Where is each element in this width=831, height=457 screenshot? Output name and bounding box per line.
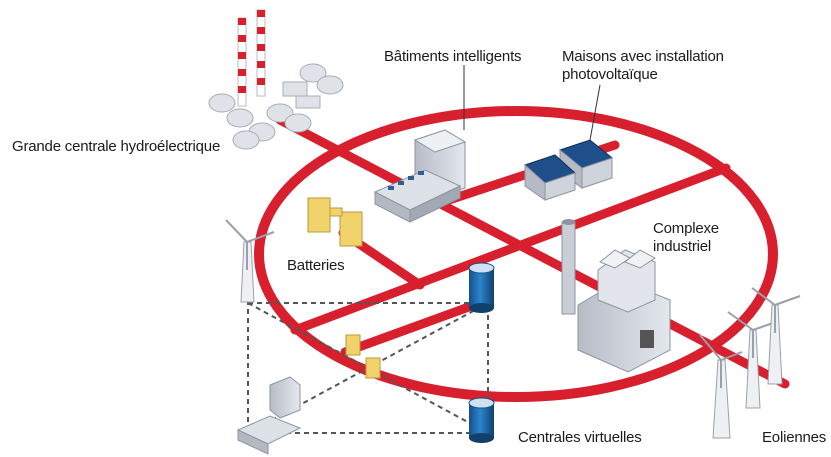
- label-smart-buildings: Bâtiments intelligents: [384, 48, 522, 66]
- storage-cylinders-icon: [468, 262, 495, 443]
- label-batteries: Batteries: [287, 257, 345, 275]
- label-virtual-plants: Centrales virtuelles: [518, 429, 642, 447]
- label-hydro-plant: Grande centrale hydroélectrique: [12, 138, 220, 156]
- industrial-complex-icon: [561, 219, 671, 373]
- virtual-buildings-icon: [236, 376, 302, 455]
- wind-turbines-label: Eoliennes: [762, 429, 827, 446]
- pv-houses-label-line1: Maisons avec installation: [562, 48, 724, 65]
- wind-turbine-1: [699, 334, 743, 439]
- wind-turbine-3: [751, 287, 801, 385]
- label-pointers: [463, 65, 601, 141]
- industrial-label-line1: Complexe: [653, 220, 719, 237]
- smart-buildings-label: Bâtiments intelligents: [384, 48, 522, 65]
- hydro-plant-icon: [208, 9, 344, 150]
- hydro-plant-label: Grande centrale hydroélectrique: [12, 138, 221, 155]
- wind-turbine-left: [225, 219, 275, 303]
- grid-ring: [254, 106, 778, 402]
- pv-houses-label-line2: photovoltaïque: [562, 66, 658, 83]
- batteries-label: Batteries: [287, 257, 345, 274]
- label-pv-houses: Maisons avec installation photovoltaïque: [562, 48, 724, 84]
- wind-turbines-icon: [225, 219, 801, 439]
- pv-houses-icon: [524, 139, 614, 201]
- label-industrial: Complexe industriel: [653, 220, 719, 256]
- smart-buildings-icon: [373, 129, 467, 223]
- label-wind-turbines: Eoliennes: [762, 429, 826, 447]
- industrial-label-line2: industriel: [653, 238, 712, 255]
- batteries-icon: [307, 197, 381, 379]
- virtual-plants-label: Centrales virtuelles: [518, 429, 642, 446]
